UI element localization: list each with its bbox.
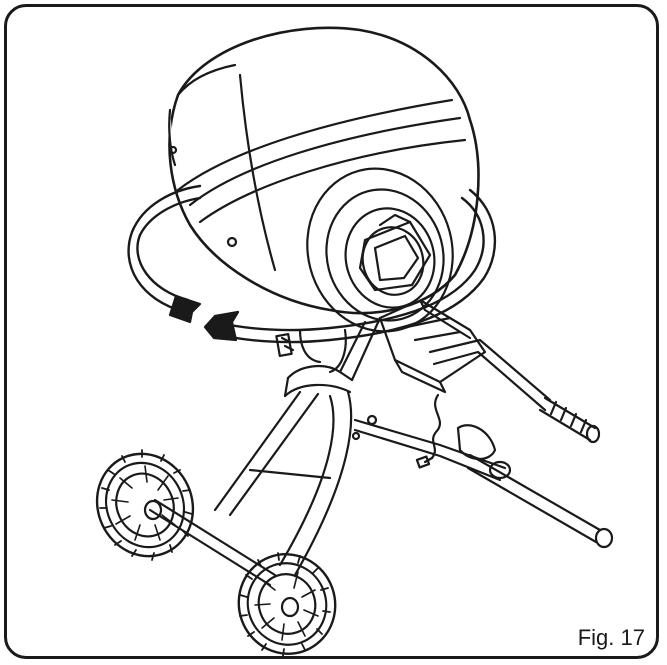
drum-yoke	[275, 328, 347, 374]
figure-label: Fig. 17	[577, 625, 645, 650]
wheel-lower	[237, 552, 337, 657]
mixer-drum	[168, 26, 480, 333]
wheel-upper	[95, 449, 195, 561]
rotation-arrow-icon	[127, 184, 497, 344]
mixer-stand	[148, 338, 614, 587]
